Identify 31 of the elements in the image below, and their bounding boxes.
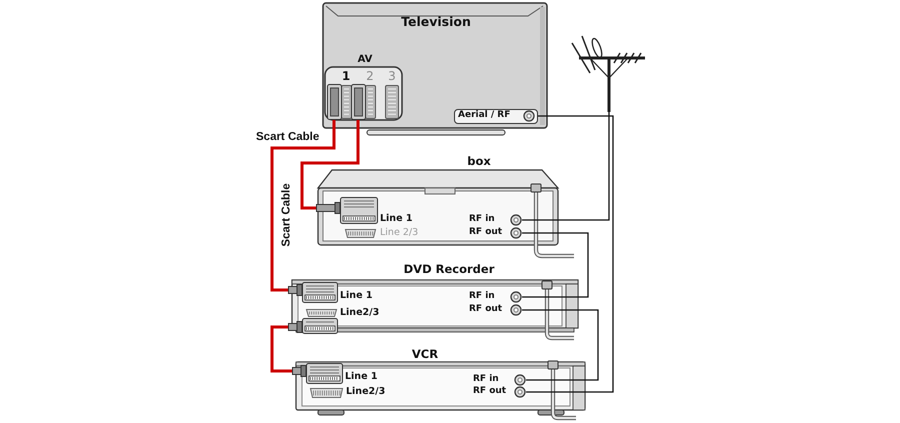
- socket-label: RF in: [469, 214, 495, 224]
- scart-cable: [270, 326, 292, 372]
- socket-label: RF out: [469, 227, 502, 238]
- socket-label: RF in: [473, 374, 499, 384]
- device-label: DVD Recorder: [404, 263, 494, 276]
- socket-label: Line 2/3: [380, 228, 418, 239]
- socket-number: 2: [366, 70, 374, 84]
- socket-label: Line2/3: [346, 387, 386, 398]
- socket-label: Line2/3: [340, 308, 380, 319]
- panel-label: AV: [358, 54, 372, 66]
- aerial-cable: [522, 309, 599, 381]
- scart-cable: [300, 120, 360, 210]
- device-label: Television: [401, 15, 471, 30]
- socket-label: Line 1: [340, 291, 372, 302]
- socket-label: RF out: [473, 386, 506, 396]
- port-label: Aerial / RF: [458, 110, 510, 120]
- socket-number: 3: [388, 70, 396, 84]
- aerial-port-panel: [454, 109, 538, 124]
- aerial-cable: [522, 232, 589, 298]
- scart-cable: [270, 120, 336, 292]
- cable-label: Scart Cable: [256, 131, 320, 144]
- socket-label: Line 1: [345, 372, 378, 383]
- socket-label: RF in: [469, 291, 495, 302]
- aerial-cable: [526, 115, 614, 393]
- aerial-cable: [522, 112, 610, 221]
- socket-label: RF out: [469, 304, 502, 314]
- device-label: VCR: [412, 348, 438, 362]
- socket-number: 1: [342, 70, 350, 84]
- device-label: box: [467, 155, 491, 168]
- socket-label: Line 1: [380, 214, 412, 225]
- cable-label: Scart Cable: [280, 183, 294, 247]
